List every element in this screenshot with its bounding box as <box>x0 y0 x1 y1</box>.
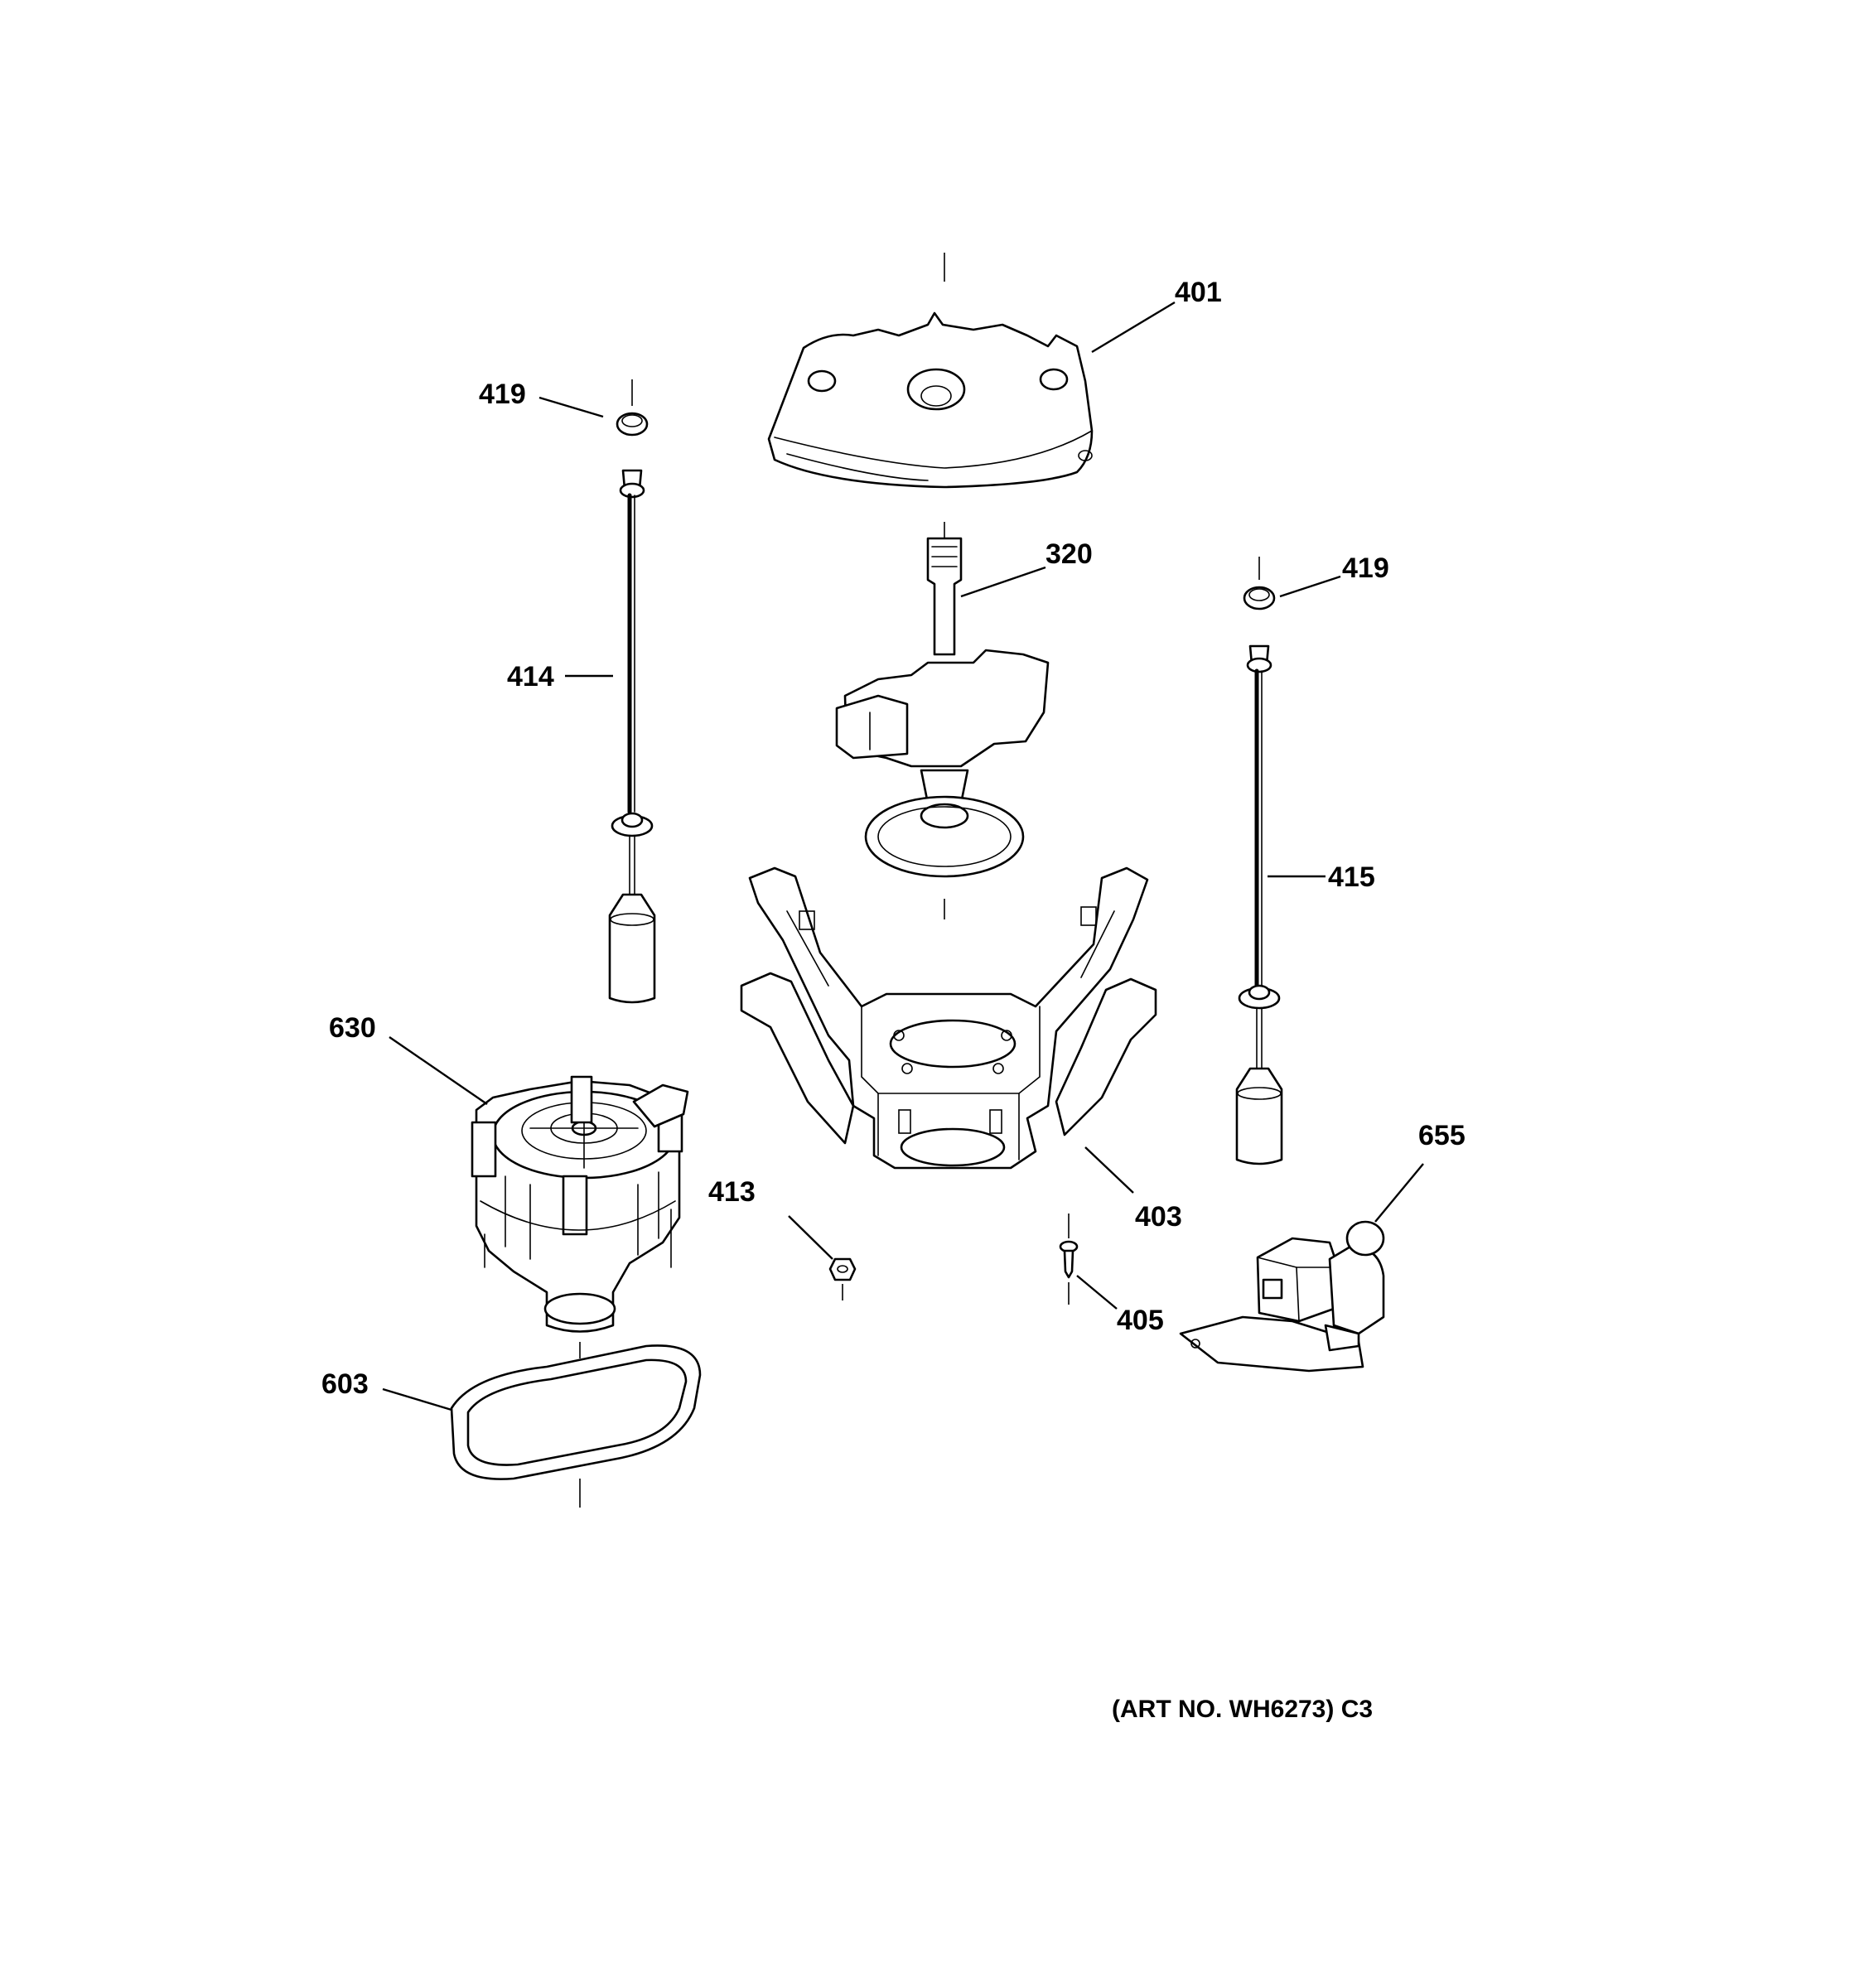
callout-405: 405 <box>1117 1305 1164 1336</box>
callout-603: 603 <box>321 1368 369 1400</box>
part-655-pump <box>1179 1220 1385 1373</box>
part-414-suspension-rod <box>608 379 656 1004</box>
part-630-motor <box>471 1075 689 1358</box>
callout-413: 413 <box>708 1176 756 1208</box>
leader-lines <box>382 301 1424 1411</box>
part-413-nut <box>828 1257 857 1300</box>
callout-401: 401 <box>1175 277 1222 308</box>
part-603-belt <box>450 1344 702 1508</box>
callout-415: 415 <box>1328 861 1375 893</box>
part-401-cover <box>767 253 1094 489</box>
callout-403: 403 <box>1135 1201 1182 1233</box>
callout-labels: 401 419 320 419 414 415 630 403 413 405 … <box>321 277 1466 1400</box>
callout-655: 655 <box>1418 1120 1466 1151</box>
art-number: (ART NO. WH6273) C3 <box>1112 1696 1373 1723</box>
part-405-screw <box>1059 1214 1079 1305</box>
part-415-suspension-rod <box>1235 557 1283 1165</box>
callout-414: 414 <box>507 661 554 692</box>
part-320-transmission <box>835 522 1050 919</box>
callout-419-left: 419 <box>479 379 526 410</box>
callout-320: 320 <box>1045 538 1093 570</box>
callout-630: 630 <box>329 1012 376 1044</box>
part-403-bracket <box>740 866 1157 1170</box>
callout-419-right: 419 <box>1342 552 1389 584</box>
